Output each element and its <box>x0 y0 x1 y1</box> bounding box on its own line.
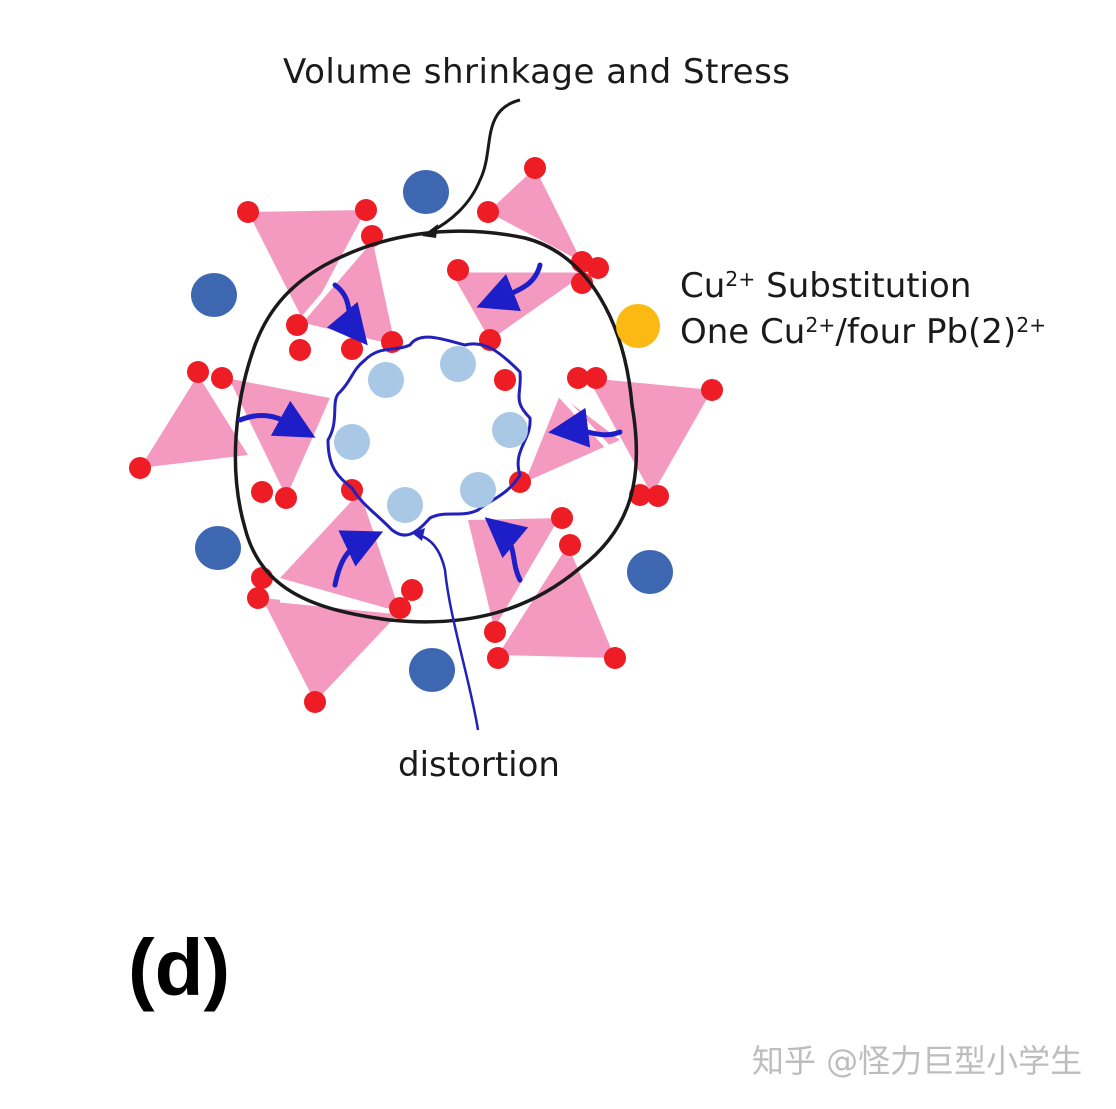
cu-atom-legend <box>616 304 660 348</box>
panel-label: (d) <box>128 923 231 1012</box>
tetrahedron-upper-left-b <box>300 238 395 345</box>
channel-atoms <box>334 346 528 523</box>
pb-atom <box>195 526 241 570</box>
legend-substitution-prefix: Cu <box>680 266 726 306</box>
legend-ratio-prefix: One Cu <box>680 312 806 352</box>
volume-shrinkage-boundary <box>233 229 639 624</box>
tetrahedra-group <box>140 168 712 702</box>
legend-substitution-sup: 2+ <box>725 266 756 291</box>
legend-ratio: One Cu2+/four Pb(2)2+ <box>680 312 1046 352</box>
pb-atom <box>409 648 455 692</box>
legend-ratio-sup-1: 2+ <box>805 312 836 337</box>
title-label: Volume shrinkage and Stress <box>283 52 791 92</box>
pb-atom <box>627 550 673 594</box>
legend-ratio-sup-2: 2+ <box>1016 312 1047 337</box>
title-pointer-arrowhead <box>422 224 438 238</box>
tetrahedron-right-a <box>588 378 712 495</box>
tetrahedron-lower-right-a <box>498 545 615 658</box>
legend-ratio-middle: /four Pb(2) <box>835 312 1017 352</box>
tetrahedron-lower-left-a <box>262 598 400 702</box>
tetrahedron-left-a <box>140 375 248 468</box>
distortion-label: distortion <box>398 745 560 785</box>
legend-substitution: Cu2+ Substitution <box>680 266 971 306</box>
distortion-pointer-arrowhead <box>412 528 425 541</box>
distortion-pointer-line <box>417 533 480 731</box>
tetrahedron-upper-left-a <box>248 210 366 324</box>
legend-substitution-suffix: Substitution <box>755 266 972 306</box>
oxygen-atoms <box>129 157 723 713</box>
watermark: 知乎 @怪力巨型小学生 <box>752 1042 1083 1080</box>
title-pointer-line <box>429 98 521 234</box>
pb-atom <box>403 170 449 214</box>
stress-arrows <box>237 262 623 588</box>
pb-atom <box>191 273 237 317</box>
pb-atoms <box>191 170 673 692</box>
tetrahedron-upper-right-a <box>488 168 582 262</box>
tetrahedron-upper-right-b <box>450 270 590 340</box>
distortion-boundary <box>326 335 532 537</box>
